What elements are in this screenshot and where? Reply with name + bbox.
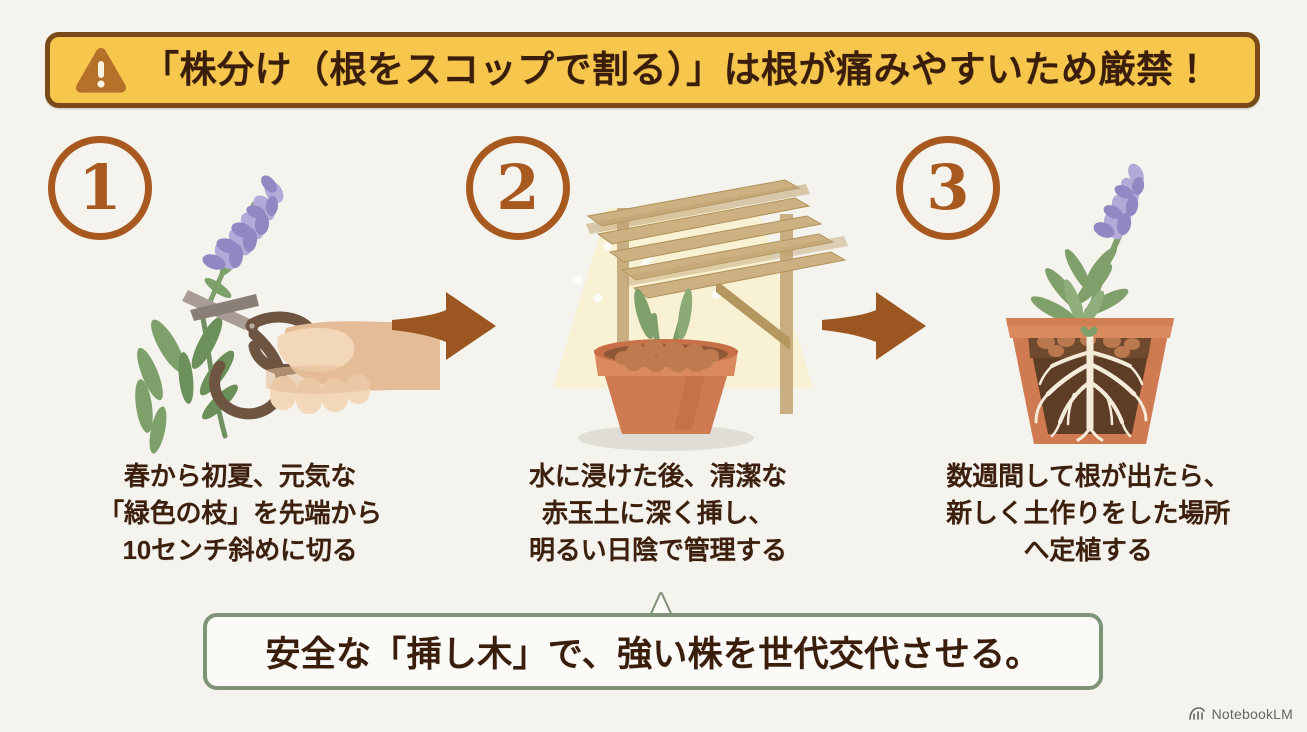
- step-3-caption-line-1: 数週間して根が出たら、: [946, 461, 1230, 491]
- summary-callout-box: 安全な「挿し木」で、強い株を世代交代させる。: [203, 613, 1103, 690]
- summary-callout-text: 安全な「挿し木」で、強い株を世代交代させる。: [265, 635, 1041, 674]
- step-number-badge-1: 1: [48, 136, 152, 240]
- hand-illustration: [266, 321, 440, 414]
- root-system: [1034, 334, 1148, 442]
- step-1-caption-line-2: 「緑色の枝」を先端から: [98, 497, 382, 528]
- notebooklm-icon: [1188, 707, 1205, 720]
- watermark: NotebookLM: [1188, 706, 1293, 722]
- step-3-caption-line-3: へ定植する: [1023, 534, 1153, 565]
- step-3-illustration: [1006, 163, 1174, 444]
- summary-callout: 安全な「挿し木」で、強い株を世代交代させる。: [203, 592, 1103, 690]
- arrow-step2-to-step3: [822, 292, 926, 360]
- step-3: 3: [888, 128, 1288, 588]
- step-2-caption-line-3: 明るい日陰で管理する: [528, 534, 787, 565]
- step-number-badge-2: 2: [466, 136, 570, 240]
- step-2-illustration: [553, 179, 848, 451]
- step-1-caption-line-3: 10センチ斜めに切る: [122, 534, 358, 565]
- terracotta-pot: [578, 339, 754, 451]
- watermark-label: NotebookLM: [1211, 706, 1293, 722]
- step-1-caption-line-1: 春から初夏、元気な: [123, 461, 357, 491]
- step-3-caption: 数週間して根が出たら、 新しく土作りをした場所 へ定植する: [888, 458, 1288, 569]
- step-1: 1: [40, 128, 440, 588]
- arrow-step1-to-step2: [392, 292, 496, 360]
- pergola-structure: [586, 179, 848, 414]
- akadama-soil: [615, 340, 719, 372]
- lavender-flower-head: [202, 175, 284, 270]
- step-2-caption-line-1: 水に浸けた後、清潔な: [528, 461, 787, 491]
- step-number-badge-3: 3: [896, 136, 1000, 240]
- steps-container: 1: [0, 128, 1307, 588]
- step-3-caption-line-2: 新しく土作りをした場所: [946, 497, 1230, 528]
- pot-cross-section: [1006, 318, 1174, 444]
- step-2-caption-line-2: 赤玉土に深く挿し、: [541, 497, 775, 528]
- scissors-icon: [182, 290, 322, 420]
- warning-banner-text: 「株分け（根をスコップで割る）」は根が痛みやすいため厳禁！: [142, 48, 1211, 90]
- step-2-caption: 水に浸けた後、清潔な 赤玉土に深く挿し、 明るい日陰で管理する: [458, 458, 858, 569]
- warning-triangle-icon: [75, 48, 127, 93]
- lavender-branch-leaves: [135, 301, 238, 454]
- step-1-illustration: [135, 175, 440, 454]
- warning-banner: 「株分け（根をスコップで割る）」は根が痛みやすいため厳禁！: [45, 32, 1260, 108]
- step-2: 2: [458, 128, 858, 588]
- grown-lavender-plant: [1030, 163, 1145, 333]
- step-1-caption: 春から初夏、元気な 「緑色の枝」を先端から 10センチ斜めに切る: [40, 458, 440, 569]
